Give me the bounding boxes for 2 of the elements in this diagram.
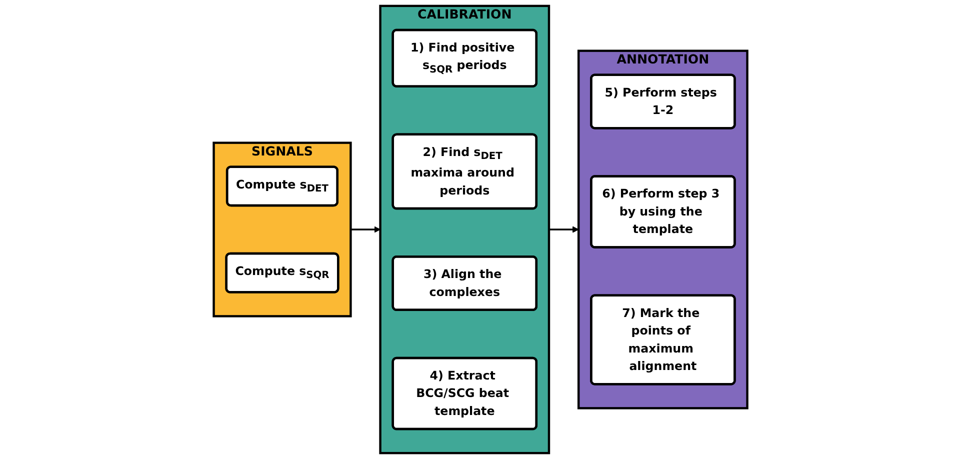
arrow: [549, 226, 580, 233]
arrow: [351, 226, 382, 233]
